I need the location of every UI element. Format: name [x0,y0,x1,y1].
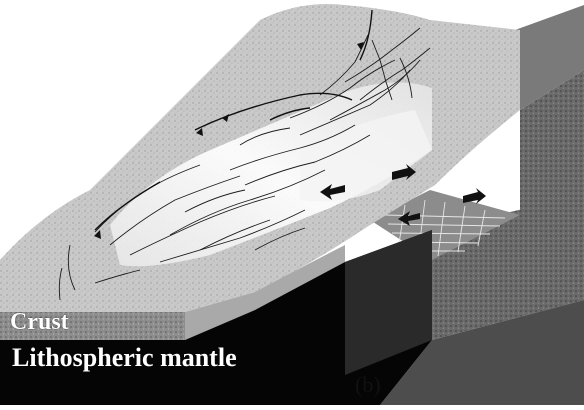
crust-label: Crust [10,309,69,336]
panel-label: (b) [355,372,381,398]
lithospheric-mantle-label: Lithospheric mantle [12,343,237,373]
